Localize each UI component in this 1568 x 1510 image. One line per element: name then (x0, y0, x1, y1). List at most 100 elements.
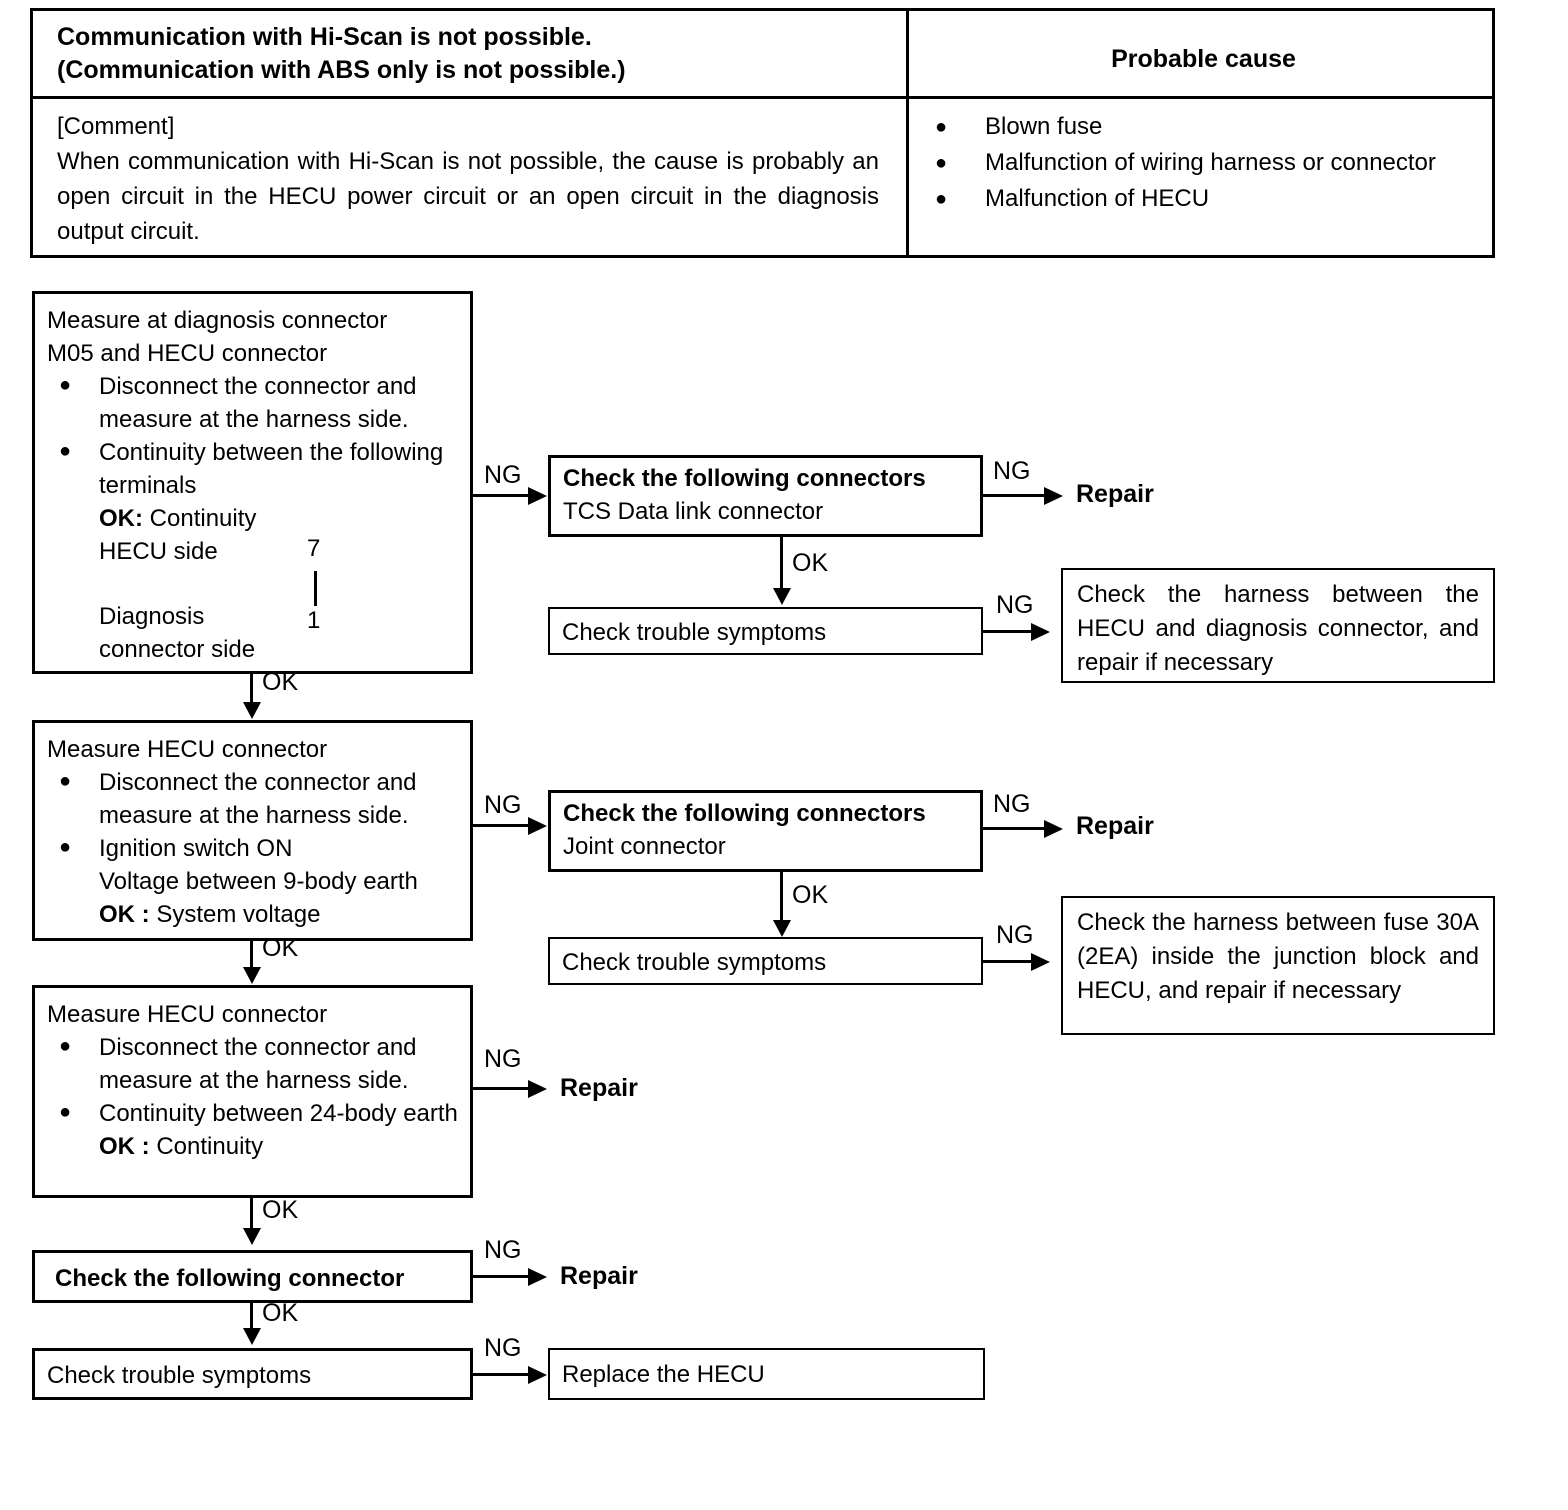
step2-ng-label: NG (484, 791, 522, 819)
step2-ok-line (780, 872, 783, 922)
step2-connectors-item: Joint connector (563, 833, 726, 860)
step1-measure-box: Measure at diagnosis connector M05 and H… (32, 291, 473, 674)
probable-cause-header: Probable cause (1111, 45, 1296, 73)
step2-title: Measure HECU connector (47, 736, 328, 763)
step2-to-step3-ok-label: OK (262, 934, 299, 962)
step2-symptoms-ng-line (983, 960, 1033, 963)
table-header-row: Communication with Hi-Scan is not possib… (33, 11, 1492, 96)
step4-repair-label: Repair (560, 1262, 638, 1290)
list-item: ●Disconnect the connector and measure at… (47, 766, 462, 832)
list-item: ●Continuity between the following termin… (47, 436, 462, 502)
step5-trouble-symptoms-box: Check trouble symptoms (32, 1348, 473, 1400)
step2-ok-arrowhead (773, 920, 791, 937)
list-item: ●Malfunction of HECU (929, 181, 1478, 217)
symptom-cause-table: Communication with Hi-Scan is not possib… (30, 8, 1495, 258)
ok-label: OK (99, 505, 135, 532)
list-item: ●Disconnect the connector and measure at… (47, 370, 462, 436)
step1-bullets: ●Disconnect the connector and measure at… (47, 370, 462, 502)
step3-ok-criterion: OK : Continuity (47, 1130, 462, 1163)
list-item: ● Continuity between 24-body earth (47, 1097, 462, 1130)
step2-ok-label: OK (792, 881, 829, 909)
step4-title: Check the following connector (55, 1265, 405, 1292)
step3-bullet2: Continuity between 24-body earth (99, 1100, 458, 1127)
step2-to-step3-arrowhead (243, 967, 261, 984)
step3-to-step4-arrowhead (243, 1228, 261, 1245)
step1-title-line1: Measure at diagnosis connector (47, 307, 388, 334)
ok-separator: : (135, 505, 143, 532)
step2-bullet2: Ignition switch ON (99, 835, 293, 862)
step4-to-step5-ok-label: OK (262, 1299, 299, 1327)
bullet-icon: ● (59, 1101, 72, 1123)
ok-value: Continuity (156, 1133, 264, 1160)
symptom-header-cell: Communication with Hi-Scan is not possib… (33, 11, 906, 96)
step1-harness-note-box: Check the harness between the HECU and d… (1061, 568, 1495, 683)
step2-connectors-ng-arrowhead (1044, 820, 1063, 838)
step5-replace-hecu-box: Replace the HECU (548, 1348, 985, 1400)
step5-replace-text: Replace the HECU (562, 1361, 765, 1388)
step1-repair-label: Repair (1076, 480, 1154, 508)
step3-repair-label: Repair (560, 1074, 638, 1102)
step2-connectors-ng-label: NG (993, 790, 1031, 818)
bullet-icon: ● (59, 374, 72, 396)
list-item: ●Blown fuse (929, 109, 1478, 145)
step3-ng-arrowhead (528, 1080, 547, 1098)
step1-diagnosis-side-line1: Diagnosis (99, 603, 205, 630)
step1-connectors-ng-arrowhead (1044, 487, 1063, 505)
step3-bullets: ●Disconnect the connector and measure at… (47, 1031, 462, 1130)
step2-harness-note-box: Check the harness between fuse 30A (2EA)… (1061, 896, 1495, 1035)
step1-diagnosis-side-line2: connector side (99, 636, 256, 663)
step1-symptoms-ng-label: NG (996, 591, 1034, 619)
step1-ok-criterion: OK: Continuity (47, 502, 462, 535)
step3-ng-line (473, 1087, 530, 1090)
step5-ng-label: NG (484, 1334, 522, 1362)
list-item: ●Ignition switch ON (47, 832, 462, 865)
step1-harness-note-text: Check the harness between the HECU and d… (1077, 581, 1479, 676)
symptom-title-line1: Communication with Hi-Scan is not possib… (57, 23, 592, 51)
step2-ok-criterion: OK : System voltage (47, 898, 462, 931)
list-item: ●Disconnect the connector and measure at… (47, 1031, 462, 1097)
step1-connectors-ng-label: NG (993, 457, 1031, 485)
ok-separator: : (141, 901, 150, 928)
step1-to-step2-line (250, 674, 253, 704)
step2-symptoms-ng-label: NG (996, 921, 1034, 949)
ok-value: System voltage (156, 901, 321, 928)
step1-ok-label: OK (792, 549, 829, 577)
bullet-icon: ● (935, 152, 948, 174)
step1-ok-line (780, 537, 783, 590)
step1-symptoms-ng-line (983, 630, 1033, 633)
step3-title: Measure HECU connector (47, 1001, 328, 1028)
step3-ng-label: NG (484, 1045, 522, 1073)
step4-ng-line (473, 1275, 530, 1278)
step1-ng-line (473, 494, 530, 497)
step2-sub-line: Voltage between 9-body earth (99, 868, 418, 895)
step1-trouble-symptoms-box: Check trouble symptoms (548, 607, 983, 655)
step1-symptoms-text: Check trouble symptoms (562, 619, 827, 646)
step1-connectors-ng-line (983, 494, 1049, 497)
symptom-title-line2: (Communication with ABS only is not poss… (57, 56, 626, 84)
step1-hecu-side-label: HECU side (99, 538, 218, 565)
step2-measure-box: Measure HECU connector ●Disconnect the c… (32, 720, 473, 941)
ok-separator: : (141, 1133, 150, 1160)
step3-measure-box: Measure HECU connector ●Disconnect the c… (32, 985, 473, 1198)
step2-bullets: ●Disconnect the connector and measure at… (47, 766, 462, 865)
pin-link-line (314, 571, 317, 606)
step2-symptoms-ng-arrowhead (1031, 953, 1050, 971)
ok-label: OK (99, 1133, 135, 1160)
step1-pin-diagnosis: 1 (307, 607, 321, 634)
comment-cell: [Comment] When communication with Hi-Sca… (33, 99, 906, 255)
step2-connectors-title: Check the following connectors (563, 800, 926, 827)
cause-list-cell: ●Blown fuse ● Malfunction of wiring harne… (906, 99, 1492, 255)
step2-check-connectors-box: Check the following connectors Joint con… (548, 790, 983, 872)
step1-check-connectors-box: Check the following connectors TCS Data … (548, 455, 983, 537)
ok-label: OK (99, 901, 135, 928)
step1-ok-arrowhead (773, 588, 791, 605)
bullet-icon: ● (59, 1035, 72, 1057)
step2-ng-arrowhead (528, 817, 547, 835)
cause-text: Malfunction of HECU (985, 185, 1210, 212)
step5-ng-arrowhead (528, 1366, 547, 1384)
step2-symptoms-text: Check trouble symptoms (562, 949, 827, 976)
cause-header-cell: Probable cause (906, 11, 1492, 96)
cause-text: Malfunction of wiring harness or connect… (985, 149, 1436, 176)
comment-text: When communication with Hi-Scan is not p… (57, 148, 879, 245)
step1-pin-hecu: 7 (307, 535, 321, 562)
